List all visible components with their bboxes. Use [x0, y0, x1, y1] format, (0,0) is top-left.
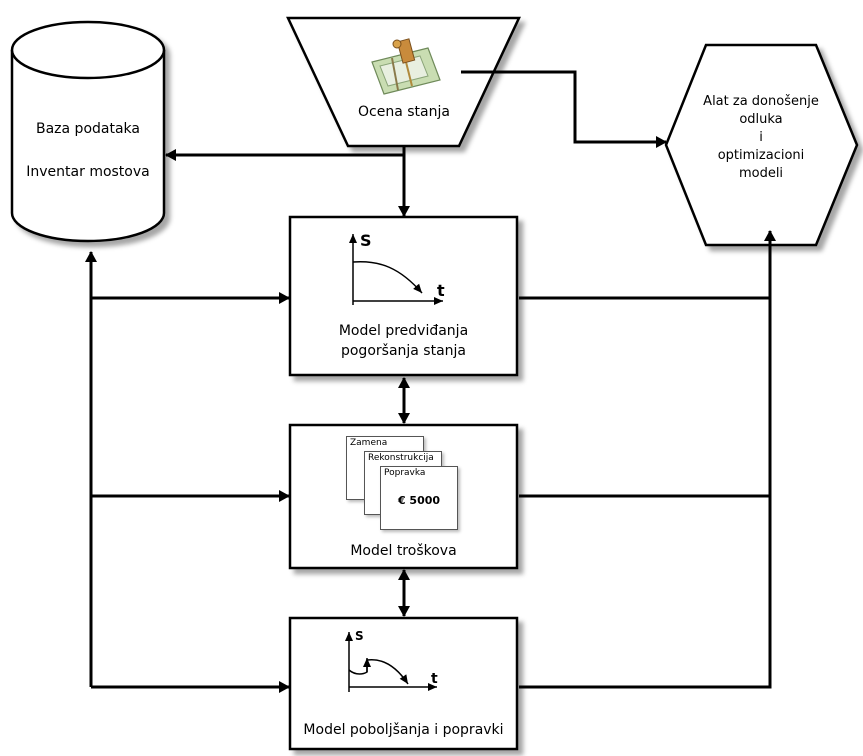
deterioration-model-line: Model predviđanja: [338, 323, 469, 339]
deterioration-y-axis-label: S: [360, 231, 372, 250]
arrow-repair-to-tool: [519, 230, 776, 689]
deterioration-chart-icon: [349, 234, 443, 305]
decision-tool-line: i: [759, 130, 763, 145]
deterioration-model-box: [288, 215, 519, 377]
database-cylinder: [10, 20, 166, 243]
deterioration-x-axis-label: t: [437, 281, 445, 300]
deterioration-model-label: Model predviđanja pogoršanja stanja: [295, 321, 512, 361]
cost-card-title: Zamena: [350, 438, 388, 448]
cost-card-value: € 5000: [397, 494, 441, 507]
cost-card-title: Rekonstrukcija: [368, 453, 434, 463]
decision-tool-line: optimizacioni: [717, 148, 805, 163]
deterioration-model-line: pogoršanja stanja: [340, 343, 467, 359]
decision-tool-line: Alat za donošenje: [703, 94, 819, 109]
decision-tool-line: odluka: [739, 112, 783, 127]
decision-tool-label: Alat za donošenje odluka i optimizacioni…: [684, 93, 838, 183]
cost-card-popravka: Popravka € 5000: [380, 466, 458, 530]
connectors: [85, 70, 776, 693]
decision-tool-line: modeli: [738, 166, 784, 181]
database-label-line2: Inventar mostova: [26, 164, 150, 180]
repair-chart-icon: [345, 632, 437, 692]
repair-x-axis-label: t: [431, 671, 438, 687]
map-icon: [371, 38, 441, 95]
arrow-ocena-to-tool: [461, 70, 667, 148]
cost-model-label: Model troškova: [350, 543, 457, 559]
cost-card-title: Popravka: [384, 468, 426, 478]
repair-y-axis-label: S: [355, 629, 364, 643]
repair-model-label: Model poboljšanja i popravki: [303, 722, 504, 738]
database-label-line1: Baza podataka: [36, 121, 140, 137]
ocena-stanja-label: Ocena stanja: [358, 104, 450, 120]
